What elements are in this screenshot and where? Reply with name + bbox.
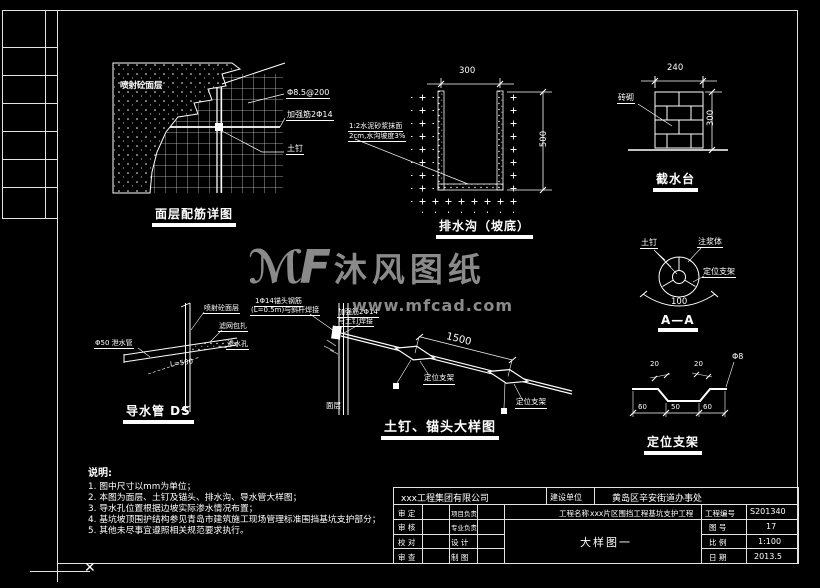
label-brick-masonry: 砖砌 — [617, 93, 635, 105]
title-nail-anchor-detail: 土钉、锚头大样图 — [381, 416, 500, 437]
dim-curb-height: 300 — [706, 109, 717, 127]
label-seep-hole: 渗水孔 — [226, 340, 249, 351]
label-shotcrete-facing: 喷射砼面层 — [120, 81, 163, 91]
label-bracket-1: 定位支架 — [423, 373, 455, 385]
label-anchor-bar-line1: 1Φ14锚头钢筋 — [254, 297, 303, 308]
title-section-aa: A—A — [658, 313, 698, 329]
role-label: 制 图 — [451, 552, 469, 562]
drawing-title: 大样图一 — [580, 536, 632, 549]
notes-heading: 说明: — [88, 468, 112, 479]
owner-label: 建设单位 — [550, 493, 582, 502]
dim-bracket-top1: 20 — [650, 360, 659, 368]
label-filter-wrap: 滤网包扎 — [218, 322, 248, 333]
note-item: 1. 图中尺寸以mm为单位； — [88, 482, 196, 492]
sign-label: 校 对 — [398, 538, 416, 547]
date-label: 日 期 — [709, 552, 727, 562]
dim-ditch-depth: 500 — [539, 130, 550, 148]
title-interception-curb: 截水台 — [653, 170, 699, 189]
title-drainage-ditch: 排水沟（坡底） — [436, 217, 534, 236]
dim-bracket-b1: 60 — [638, 403, 647, 411]
title-block: xxx工程集团有限公司 建设单位 黄岛区辛安街道办事处 审 定 审 核 校 对 … — [393, 487, 799, 564]
dim-grout-diameter: 100 — [671, 297, 688, 307]
watermark: ℳF 沐风图纸 www.mfcad.com — [248, 240, 513, 315]
label-bracket-2: 定位支架 — [515, 397, 547, 409]
scale-label: 比 例 — [709, 538, 727, 547]
title-water-conduit: 导水管 DS — [123, 402, 194, 421]
date-value: 2013.5 — [754, 551, 782, 561]
sign-label: 审 查 — [398, 552, 416, 562]
notes-block: 说明: 1. 图中尺寸以mm为单位； 2. 本图为面层、土钉及锚头、排水沟、导水… — [88, 464, 381, 537]
project-name: xxx片区围挡工程基坑支护工程 — [590, 509, 694, 518]
owner-name: 黄岛区辛安街道办事处 — [612, 494, 703, 504]
label-facing: 面层 — [326, 401, 341, 410]
label-rib-weld-line2: 与土钉焊接 — [337, 317, 374, 328]
label-drain-pipe: Φ50 泄水管 — [94, 339, 134, 350]
label-grout-body: 注浆体 — [697, 237, 723, 249]
note-item: 4. 基坑坡顶围护结构参见青岛市建筑施工现场管理标准围挡基坑支护部分； — [88, 515, 381, 525]
note-item: 2. 本图为面层、土钉及锚头、排水沟、导水管大样图； — [88, 493, 302, 503]
project-no: S201340 — [750, 507, 786, 516]
title-centralizer-bracket: 定位支架 — [644, 433, 703, 452]
label-anchor-bar-line2: (L=0.5m)与斜杆焊接 — [250, 306, 321, 317]
note-item: 3. 导水孔位置根据边坡实际渗水情况布置； — [88, 504, 258, 514]
role-label: 专业负责 — [451, 524, 477, 533]
sign-label: 审 定 — [398, 508, 416, 518]
label-aa-bracket: 定位支架 — [702, 267, 736, 279]
dim-curb-width: 240 — [667, 63, 684, 73]
label-ditch-slope: 2cm,水沟坡度3% — [348, 132, 407, 143]
sign-label: 审 核 — [398, 523, 416, 533]
note-item: 5. 其他未尽事宜遵照相关规范要求执行。 — [88, 526, 249, 536]
label-rib-weld-line1: 加强筋2Φ14 — [337, 308, 379, 319]
watermark-url: www.mfcad.com — [352, 296, 513, 315]
label-soil-nail: 土钉 — [286, 144, 304, 156]
dim-bracket-b3: 60 — [703, 403, 712, 411]
fig-no-label: 图 号 — [709, 523, 727, 533]
label-aa-nail: 土钉 — [640, 238, 658, 250]
project-no-label: 工程编号 — [705, 508, 735, 518]
label-strength-rib: 加强筋2Φ14 — [286, 110, 334, 122]
mfcad-logo-icon: ℳF — [248, 240, 331, 294]
dim-ditch-width: 300 — [459, 66, 476, 76]
company-name: xxx工程集团有限公司 — [401, 494, 489, 504]
label-mortar-finish: 1:2水泥砂浆抹面 — [348, 122, 404, 133]
project-label: 工程名称 — [559, 509, 589, 518]
label-bracket-bar-dia: Φ8 — [732, 352, 744, 361]
role-label: 设 计 — [451, 538, 469, 547]
dim-bracket-b2: 50 — [671, 403, 680, 411]
role-label: 项目负责 — [451, 509, 477, 518]
corner-x-mark: ✕ — [84, 560, 96, 576]
label-mesh-spec: Φ8.5@200 — [286, 88, 331, 100]
title-surface-reinforcement-detail: 面层配筋详图 — [152, 205, 237, 224]
watermark-brand: 沐风图纸 — [333, 250, 486, 289]
fig-no: 17 — [766, 522, 777, 531]
dim-bracket-top2: 20 — [694, 360, 703, 368]
label-ds-shotcrete: 喷射砼面层 — [203, 304, 240, 315]
scale-value: 1:100 — [758, 536, 782, 546]
